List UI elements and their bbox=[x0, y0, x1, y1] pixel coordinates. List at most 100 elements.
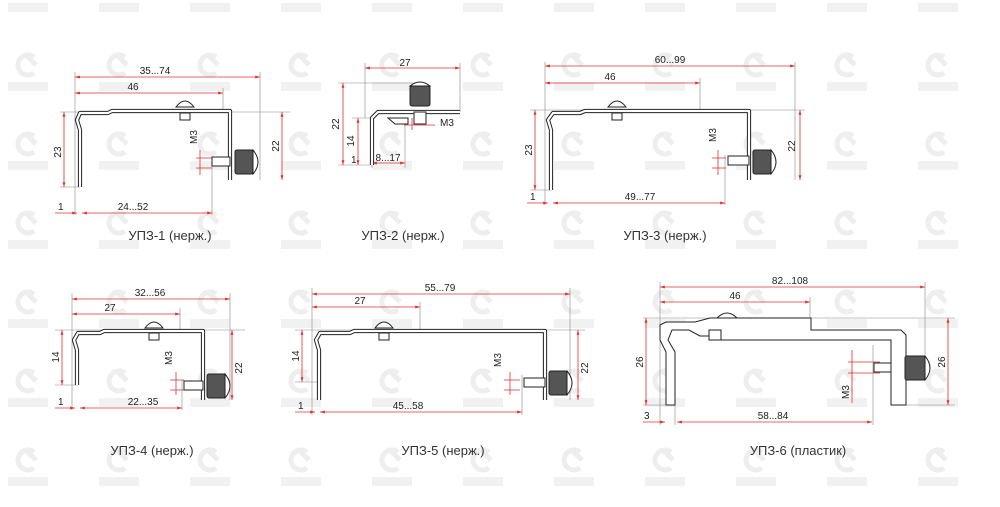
watermark-logo bbox=[281, 289, 321, 328]
watermark-logo bbox=[554, 210, 594, 249]
watermark-logo bbox=[645, 368, 685, 407]
dim-overall: 35...74 bbox=[140, 66, 171, 77]
watermark-logo bbox=[554, 447, 594, 486]
watermark-logo bbox=[918, 131, 958, 170]
watermark-logo bbox=[281, 52, 321, 91]
dim-height: 22 bbox=[331, 118, 342, 130]
drawing-label: УПЗ-1 (нерж.) bbox=[128, 228, 211, 243]
dim-gap: 1 bbox=[530, 192, 536, 203]
dim-top: 46 bbox=[604, 72, 616, 83]
watermark-logo bbox=[918, 52, 958, 91]
watermark-logo bbox=[554, 131, 594, 170]
drawing-label: УПЗ-2 (нерж.) bbox=[361, 228, 444, 243]
watermark-logo bbox=[190, 52, 230, 91]
watermark-logo bbox=[827, 3, 867, 12]
watermark-logo bbox=[8, 447, 48, 486]
watermark-logo bbox=[554, 289, 594, 328]
dim-right-height: 22 bbox=[787, 140, 798, 152]
drawing-upz-1: 35...74 46 23 22 M3 1 24...52 УПЗ-1 (нер… bbox=[53, 66, 290, 243]
watermark-logo bbox=[463, 289, 503, 328]
dim-thread: M3 bbox=[493, 353, 504, 367]
dim-span: 8...17 bbox=[375, 153, 400, 164]
watermark-logo bbox=[99, 447, 139, 486]
watermark-logo bbox=[827, 447, 867, 486]
watermark-logo bbox=[736, 3, 776, 12]
dim-left-height: 26 bbox=[635, 356, 646, 368]
dim-overall: 55...79 bbox=[425, 283, 456, 294]
drawing-label: УПЗ-3 (нерж.) bbox=[623, 228, 706, 243]
dim-top: 27 bbox=[399, 58, 411, 69]
dim-right-height: 22 bbox=[580, 362, 591, 374]
watermark-logo bbox=[372, 210, 412, 249]
watermark-logo bbox=[827, 52, 867, 91]
watermark-logo bbox=[645, 3, 685, 12]
dim-thread: M3 bbox=[708, 128, 719, 142]
dim-thread: M3 bbox=[189, 130, 200, 144]
watermark-logo bbox=[736, 368, 776, 407]
dim-left-height: 23 bbox=[524, 144, 535, 156]
watermark-logo bbox=[918, 3, 958, 12]
dim-right-height: 22 bbox=[271, 140, 282, 152]
drawing-label: УПЗ-4 (нерж.) bbox=[110, 443, 193, 458]
dim-gap: 1 bbox=[351, 155, 357, 166]
watermark-logo bbox=[372, 3, 412, 12]
dim-left-height: 14 bbox=[291, 350, 302, 362]
watermark-logo bbox=[99, 368, 139, 407]
dim-span: 49...77 bbox=[625, 192, 656, 203]
watermark-logo bbox=[281, 210, 321, 249]
watermark-logo bbox=[372, 52, 412, 91]
drawing-upz-2: 27 22 14 M3 1 8...17 УПЗ-2 (нерж.) bbox=[331, 58, 461, 243]
watermark-logo bbox=[463, 210, 503, 249]
dim-gap: 1 bbox=[58, 202, 64, 213]
watermark-logo bbox=[736, 210, 776, 249]
watermark-logo bbox=[645, 447, 685, 486]
watermark-logo bbox=[8, 52, 48, 91]
drawing-upz-4: 32...56 27 14 22 M3 1 22...35 УПЗ-4 (нер… bbox=[51, 288, 245, 458]
watermark-logo bbox=[827, 289, 867, 328]
watermark-logo bbox=[8, 210, 48, 249]
dim-right-height: 26 bbox=[937, 356, 948, 368]
watermark-logo bbox=[190, 447, 230, 486]
watermark-logo bbox=[8, 368, 48, 407]
dim-overall: 32...56 bbox=[135, 288, 166, 299]
watermark-logo bbox=[99, 3, 139, 12]
watermark-logo bbox=[281, 447, 321, 486]
watermark-logo bbox=[463, 52, 503, 91]
watermark-logo bbox=[372, 289, 412, 328]
watermark-logo bbox=[918, 210, 958, 249]
dim-top: 46 bbox=[729, 291, 741, 302]
dim-top: 27 bbox=[104, 303, 116, 314]
dim-top: 46 bbox=[127, 82, 139, 93]
drawing-upz-5: 55...79 27 14 22 M3 1 45...58 УПЗ-5 (нер… bbox=[291, 283, 591, 458]
watermark-logo bbox=[281, 3, 321, 12]
drawing-upz-6: 82...108 46 26 26 M3 3 58...84 УПЗ-6 (пл… bbox=[635, 276, 955, 458]
watermark-logo bbox=[827, 131, 867, 170]
dim-gap: 1 bbox=[58, 397, 64, 408]
watermark-logo bbox=[827, 210, 867, 249]
dim-gap: 1 bbox=[298, 401, 304, 412]
watermark-logo bbox=[827, 368, 867, 407]
watermark-logo bbox=[281, 131, 321, 170]
watermark-logo bbox=[372, 447, 412, 486]
watermark-logo bbox=[99, 131, 139, 170]
watermark-logo bbox=[918, 368, 958, 407]
watermark-logo bbox=[190, 289, 230, 328]
watermark-logo bbox=[918, 289, 958, 328]
dim-span: 24...52 bbox=[118, 202, 149, 213]
dim-top: 27 bbox=[354, 296, 366, 307]
drawing-upz-3: 60...99 46 23 22 M3 1 49...77 УПЗ-3 (нер… bbox=[524, 55, 805, 243]
dim-left-height: 14 bbox=[51, 351, 62, 363]
dim-inner-height: 14 bbox=[346, 135, 357, 147]
watermark-logo bbox=[8, 3, 48, 12]
watermark-logo bbox=[463, 447, 503, 486]
watermark-logo bbox=[554, 3, 594, 12]
drawing-label: УПЗ-5 (нерж.) bbox=[401, 443, 484, 458]
watermark-logo bbox=[463, 3, 503, 12]
watermark-logo bbox=[8, 131, 48, 170]
watermark-logo bbox=[99, 52, 139, 91]
watermark-logo bbox=[372, 368, 412, 407]
dim-overall: 82...108 bbox=[772, 276, 809, 287]
watermark-logo bbox=[645, 210, 685, 249]
watermark-logo bbox=[736, 447, 776, 486]
